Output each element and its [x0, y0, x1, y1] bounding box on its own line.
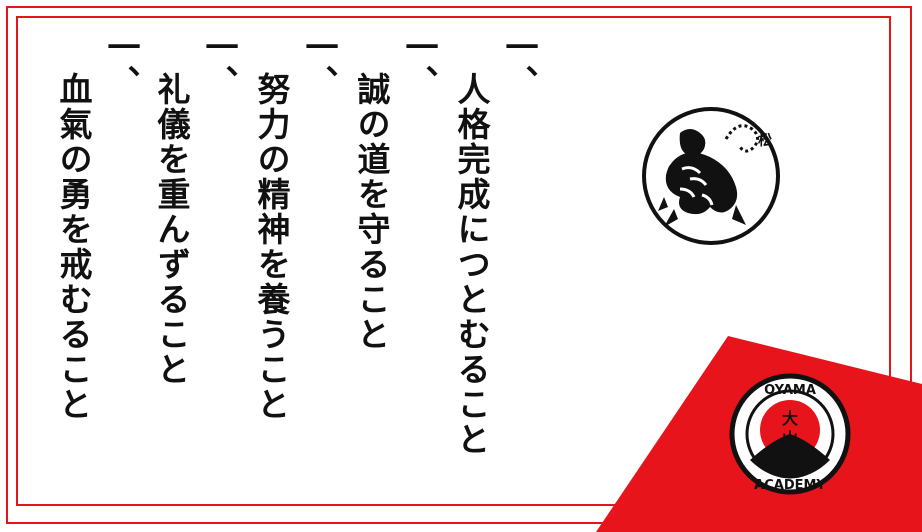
inner-border	[16, 16, 891, 506]
outer-border	[6, 6, 912, 524]
principle-4-lead: 一、	[200, 30, 239, 100]
principle-1: 一、 人格完成につとむること	[452, 30, 543, 457]
logo-bottom-text: ACADEMY	[754, 478, 826, 493]
principle-3: 一、 努力の精神を養うこと	[252, 30, 343, 422]
oyama-academy-logo: OYAMA ACADEMY 大 山	[729, 373, 851, 495]
logo-top-text: OYAMA	[764, 383, 816, 398]
principle-3-text: 努力の精神を養うこと	[252, 72, 291, 422]
principle-4: 一、 礼儀を重んずること	[152, 30, 243, 387]
principle-5: 一、 血氣の勇を戒むること	[54, 30, 145, 422]
principle-1-lead: 一、	[500, 30, 539, 100]
principle-2: 一、 誠の道を守ること	[352, 30, 443, 352]
principle-1-text: 人格完成につとむること	[452, 72, 491, 457]
shotokan-tiger-icon: 松	[642, 107, 780, 245]
principle-4-text: 礼儀を重んずること	[152, 72, 191, 387]
principle-2-lead: 一、	[400, 30, 439, 100]
principle-5-text: 血氣の勇を戒むること	[54, 72, 93, 422]
principle-5-lead: 一、	[102, 30, 141, 100]
logo-kanji-bottom: 山	[782, 429, 798, 448]
logo-kanji-top: 大	[782, 409, 798, 428]
principle-2-text: 誠の道を守ること	[352, 72, 391, 352]
principle-3-lead: 一、	[300, 30, 339, 100]
tiger-seal-char: 松	[758, 132, 772, 149]
